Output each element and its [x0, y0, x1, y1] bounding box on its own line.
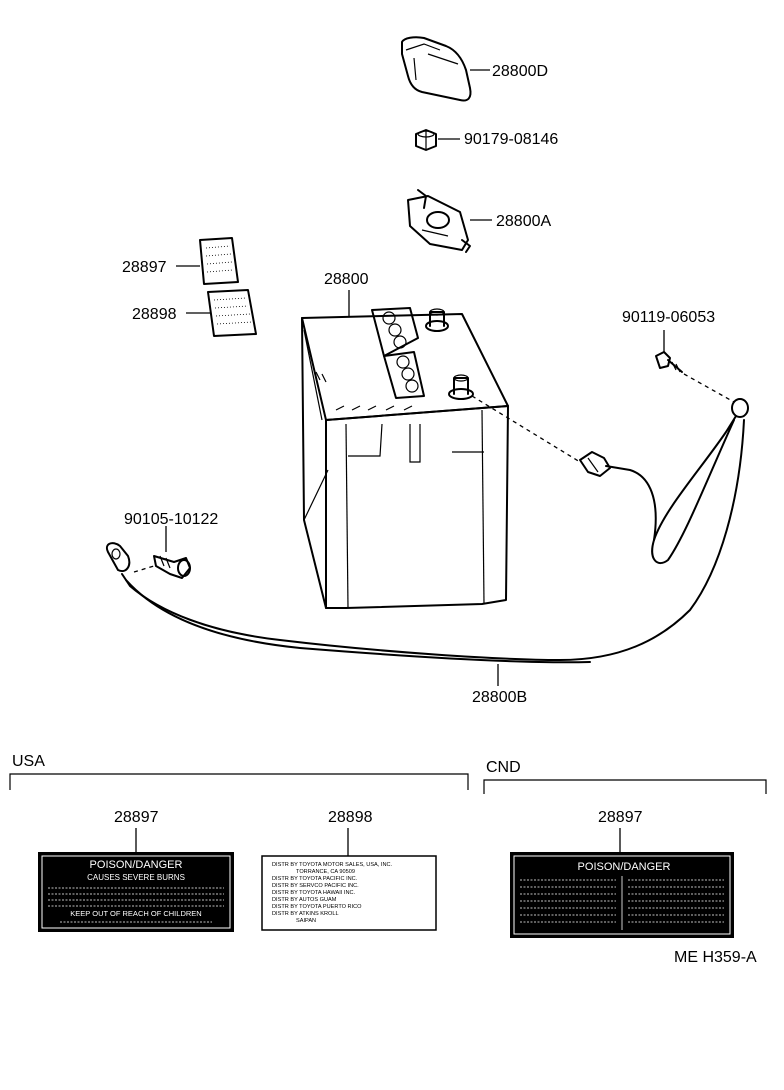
cnd-label-part: 28897 — [598, 809, 643, 826]
usa-label-b-part: 28898 — [328, 809, 373, 826]
usa-poison-title: POISON/DANGER — [90, 859, 183, 871]
usa-info-label: DISTR BY TOYOTA MOTOR SALES, USA, INC. T… — [261, 855, 437, 931]
clamp-cover-drawing — [401, 36, 472, 102]
dashed-bolt-right — [683, 373, 735, 403]
bracket-usa — [9, 773, 469, 790]
part-label-main-cable: 28800B — [472, 689, 527, 706]
nut-drawing — [415, 129, 437, 151]
small-label-28897-drawing — [199, 237, 239, 285]
part-label-bolt-left: 90105-10122 — [124, 511, 218, 528]
small-label-28898-drawing — [207, 289, 257, 337]
info-line-4: DISTR BY SERVCO PACIFIC INC. — [272, 883, 359, 889]
usa-poison-subtitle: CAUSES SEVERE BURNS — [87, 873, 185, 882]
info-line-8: DISTR BY ATKINS KROLL — [272, 911, 339, 917]
info-line-9: SAIPAN — [296, 918, 316, 924]
dashed-terminal-right — [471, 395, 581, 463]
section-title-usa: USA — [12, 753, 45, 770]
info-line-3: DISTR BY TOYOTA PACIFIC INC. — [272, 876, 358, 882]
bracket-cnd — [483, 779, 767, 794]
usa-label-a-part: 28897 — [114, 809, 159, 826]
info-line-2: TORRANCE, CA 90509 — [296, 869, 355, 875]
bolt-right-drawing — [655, 351, 683, 373]
cnd-poison-title: POISON/DANGER — [578, 861, 671, 873]
part-label-battery: 28800 — [324, 271, 369, 288]
part-label-terminal-clamp: 28800A — [496, 213, 551, 230]
part-label-clamp-cover: 28800D — [492, 63, 548, 80]
info-line-1: DISTR BY TOYOTA MOTOR SALES, USA, INC. — [272, 862, 393, 868]
usa-poison-footer: KEEP OUT OF REACH OF CHILDREN — [70, 909, 201, 918]
ground-cable-drawing — [579, 398, 749, 565]
info-line-5: DISTR BY TOYOTA HAWAII INC. — [272, 890, 356, 896]
part-label-bolt-right: 90119-06053 — [622, 309, 715, 326]
part-label-nut: 90179-08146 — [464, 131, 558, 148]
part-label-small-label-28898: 28898 — [132, 306, 177, 323]
bolt-left-drawing — [153, 555, 191, 579]
terminal-clamp-drawing — [407, 189, 471, 253]
reference-code: ME H359-A — [674, 949, 757, 966]
battery-drawing — [301, 307, 509, 609]
main-cable-drawing — [106, 419, 745, 664]
dashed-bolt-left — [133, 565, 155, 573]
cnd-poison-label: POISON/DANGER — [510, 852, 734, 938]
info-line-6: DISTR BY AUTOS GUAM — [272, 897, 337, 903]
section-title-cnd: CND — [486, 759, 521, 776]
part-label-small-label-28897: 28897 — [122, 259, 167, 276]
usa-poison-label: POISON/DANGER CAUSES SEVERE BURNS KEEP O… — [38, 852, 234, 932]
info-line-7: DISTR BY TOYOTA PUERTO RICO — [272, 904, 362, 910]
